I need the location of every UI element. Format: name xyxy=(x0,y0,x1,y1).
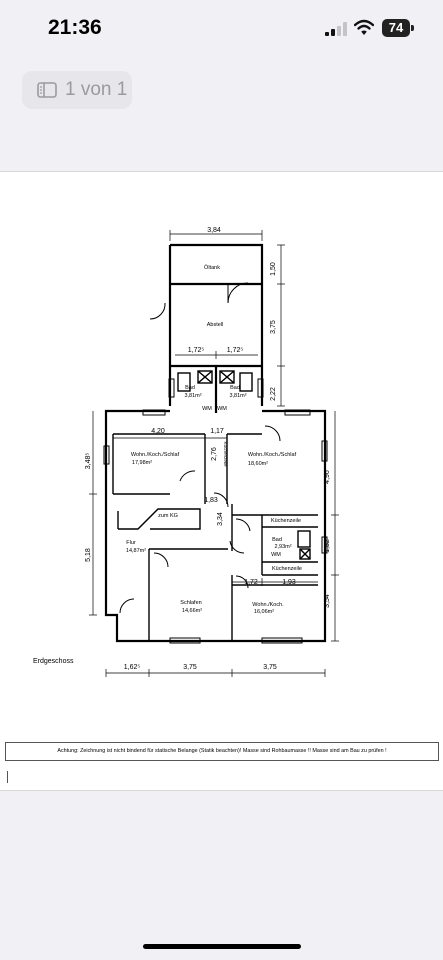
text-cursor xyxy=(7,771,8,783)
dim-right-222: 2,22 xyxy=(270,387,277,401)
page-indicator-label: 1 von 1 xyxy=(65,79,128,100)
dim-334: 3,34 xyxy=(217,512,224,526)
home-indicator[interactable] xyxy=(143,944,301,949)
room-wohn-right-area: 18,60m² xyxy=(248,461,268,467)
room-flur-area: 14,87m² xyxy=(126,548,146,554)
room-abstell: Abstell xyxy=(207,322,224,328)
label-wm-right: WM xyxy=(217,406,227,412)
battery-icon: 74 xyxy=(382,19,410,37)
room-bad-right-area: 3,81m² xyxy=(229,393,246,399)
dim-left-348: 3,48⁵ xyxy=(85,453,92,470)
room-oeltank: Öltank xyxy=(204,264,220,271)
label-kuechenzeile-bottom: Küchenzeile xyxy=(272,566,302,572)
label-kuechenzeile-top: Küchenzeile xyxy=(271,518,301,524)
room-bad-left-area: 3,81m² xyxy=(184,393,201,399)
dim-172: 1,72 xyxy=(244,579,258,586)
room-schlafen-area: 14,66m² xyxy=(182,608,202,614)
dim-right-150: 1,50 xyxy=(270,262,277,276)
room-schlafen-name: Schlafen xyxy=(180,600,201,606)
pdf-page[interactable]: Öltank Abstell Bad 3,81m² Bad 3,81m² WM … xyxy=(0,171,443,791)
dim-right-496: 4,96 xyxy=(324,470,331,484)
room-bad-left-name: Bad xyxy=(185,385,195,391)
dim-right-152: 1,52 xyxy=(324,539,331,553)
dim-bottom-1625: 1,62⁵ xyxy=(124,664,141,671)
dim-183: 1,83 xyxy=(204,497,218,504)
room-bad-small-area: 2,93m² xyxy=(274,544,291,550)
dim-bottom-375b: 3,75 xyxy=(263,664,277,671)
cellular-signal-icon xyxy=(325,22,347,36)
status-time: 21:36 xyxy=(48,16,102,39)
dim-left-518: 5,18 xyxy=(85,548,92,562)
label-wm-small: WM xyxy=(271,552,281,558)
plan-title: Erdgeschoss xyxy=(33,658,74,665)
room-bad-small-name: Bad xyxy=(272,537,282,543)
floor-plan: Öltank Abstell Bad 3,81m² Bad 3,81m² WM … xyxy=(33,227,339,677)
room-wohn-right-name: Wohn./Koch./Schlaf xyxy=(248,452,297,458)
label-wm-left: WM xyxy=(202,406,212,412)
label-kuechenzeile-vertical: Küchenzeile xyxy=(223,441,228,466)
dim-117: 1,17 xyxy=(210,428,224,435)
dim-right-354: 3,54 xyxy=(324,594,331,608)
dim-193: 1,93 xyxy=(282,579,296,586)
dim-bottom-375a: 3,75 xyxy=(183,664,197,671)
dim-top-width: 3,84 xyxy=(207,227,221,234)
room-wohn-koch-area: 16,06m² xyxy=(254,609,274,615)
label-zum-kg: zum KG xyxy=(158,513,178,519)
dim-right-375: 3,75 xyxy=(270,320,277,334)
status-bar: 21:36 74 xyxy=(0,0,443,60)
room-wohn-left-area: 17,98m² xyxy=(132,460,152,466)
page-indicator-button[interactable]: 1 von 1 xyxy=(22,71,132,109)
wifi-icon xyxy=(354,19,374,35)
dim-half-left: 1,72⁵ xyxy=(188,347,205,354)
sidebar-icon xyxy=(37,82,57,98)
dim-276: 2,76 xyxy=(211,447,218,461)
room-bad-right-name: Bad xyxy=(230,385,240,391)
room-flur-name: Flur xyxy=(126,540,136,546)
room-wohn-left-name: Wohn./Koch./Schlaf xyxy=(131,452,180,458)
dim-half-right: 1,72⁵ xyxy=(227,347,244,354)
notice-box: Achtung: Zeichnung ist nicht bindend für… xyxy=(5,742,439,761)
room-wohn-koch-name: Wohn./Koch. xyxy=(252,602,284,608)
dim-420: 4,20 xyxy=(151,428,165,435)
battery-tip xyxy=(411,25,414,31)
